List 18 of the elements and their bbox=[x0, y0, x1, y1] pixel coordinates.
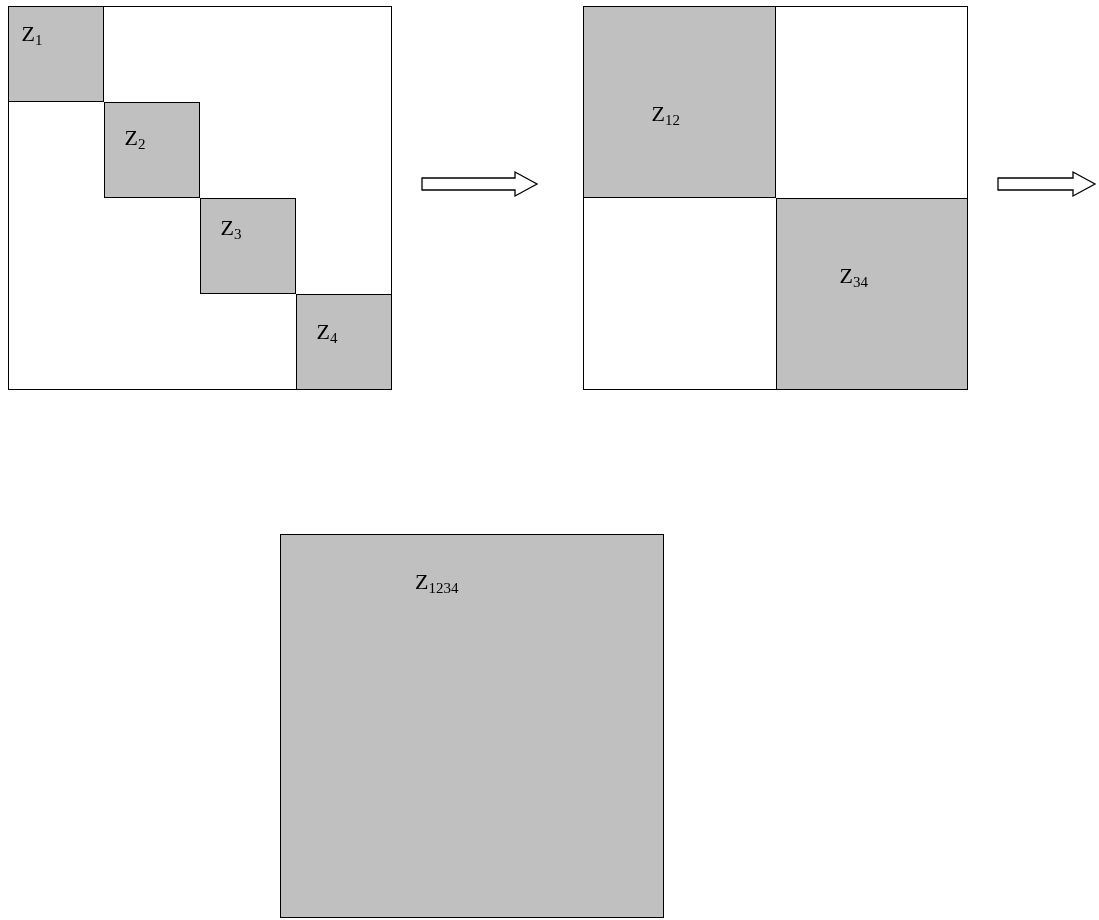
block-label: Z$_{34}$ bbox=[839, 264, 868, 287]
block-label: Z$_{2}$ bbox=[124, 126, 146, 149]
matrix-block bbox=[775, 197, 968, 390]
block-label: Z$_{4}$ bbox=[316, 320, 338, 343]
matrix-outline bbox=[8, 6, 392, 390]
matrix-block bbox=[7, 5, 104, 102]
block-label: Z$_{3}$ bbox=[220, 216, 242, 239]
matrix-block bbox=[280, 534, 664, 918]
matrix-block bbox=[295, 293, 392, 390]
block-label: Z$_{12}$ bbox=[651, 102, 680, 125]
matrix-block bbox=[103, 101, 200, 198]
hollow-arrow bbox=[421, 170, 539, 198]
block-label: Z$_{1}$ bbox=[21, 22, 43, 45]
matrix-outline bbox=[583, 6, 968, 390]
matrix-block bbox=[582, 5, 776, 198]
block-label: Z$_{1234}$ bbox=[415, 571, 459, 593]
hollow-arrow bbox=[997, 170, 1097, 198]
matrix-block bbox=[199, 197, 296, 294]
